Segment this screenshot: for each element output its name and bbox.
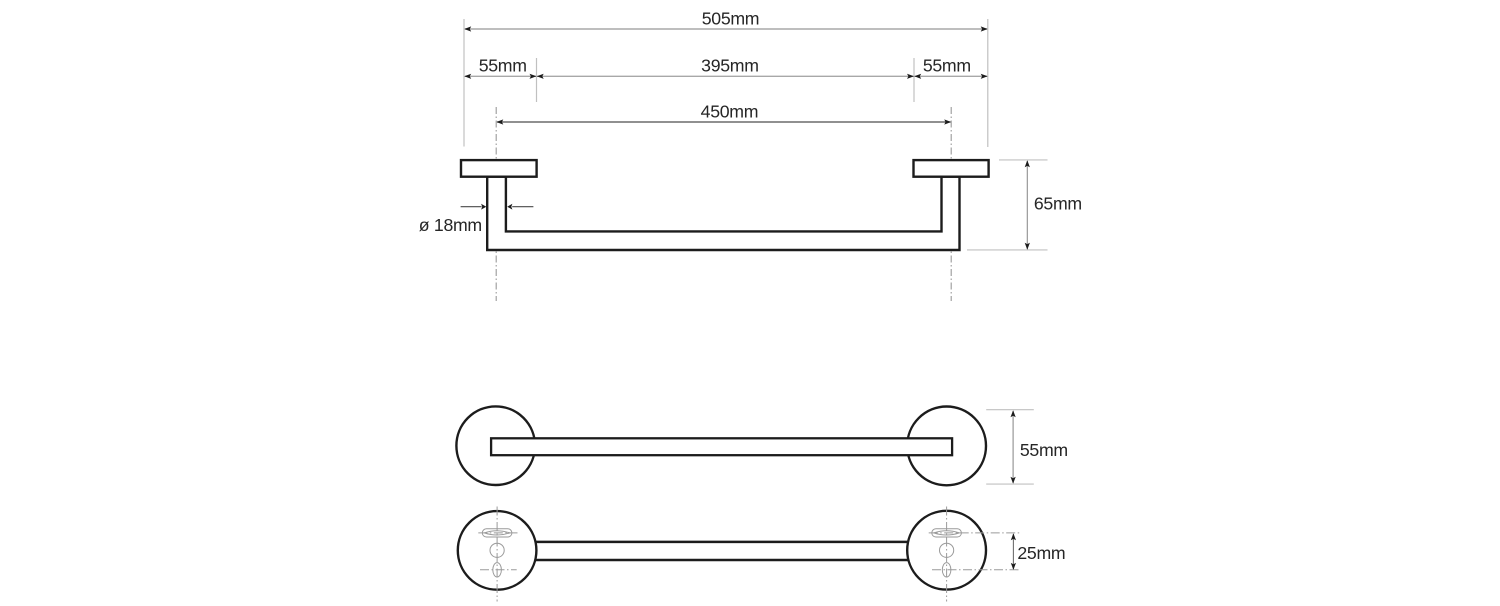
svg-text:505mm: 505mm — [702, 8, 759, 28]
svg-text:450mm: 450mm — [701, 102, 758, 122]
svg-text:395mm: 395mm — [701, 56, 758, 76]
svg-text:25mm: 25mm — [1017, 543, 1065, 563]
svg-text:55mm: 55mm — [479, 56, 527, 76]
svg-text:55mm: 55mm — [1020, 440, 1068, 460]
svg-text:ø 18mm: ø 18mm — [419, 215, 482, 235]
svg-text:55mm: 55mm — [923, 55, 971, 75]
svg-text:65mm: 65mm — [1034, 194, 1082, 214]
